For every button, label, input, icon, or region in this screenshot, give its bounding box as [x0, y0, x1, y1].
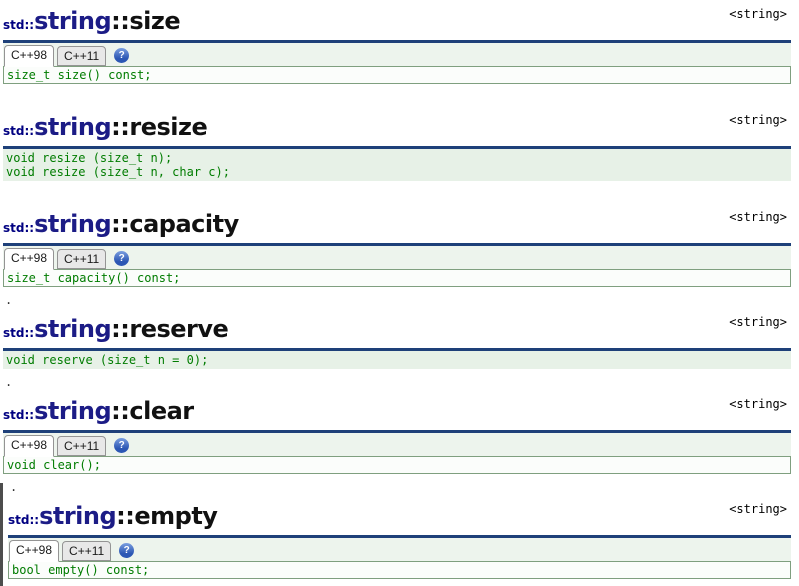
tab-cpp11[interactable]: C++11 — [62, 541, 112, 561]
code-line: size_t size() const; — [7, 68, 152, 82]
member-name: ::resize — [111, 113, 208, 141]
namespace-prefix: std:: — [8, 513, 40, 527]
namespace-prefix: std:: — [3, 124, 35, 138]
function-title: std::string::empty — [8, 501, 218, 533]
class-name: string — [39, 502, 117, 530]
section-header: std::string::size <string> — [3, 6, 791, 38]
separator-dot: . — [10, 480, 18, 494]
sections-list: std::string::size <string> C++98 C++11 ?… — [0, 6, 791, 586]
code-line: size_t capacity() const; — [7, 271, 181, 285]
title-rule — [3, 40, 791, 43]
function-section: std::string::capacity <string> C++98 C++… — [3, 209, 791, 287]
help-icon[interactable]: ? — [114, 438, 130, 453]
tab-cpp11[interactable]: C++11 — [57, 249, 107, 269]
version-tabstrip: C++98 C++11 ? — [3, 246, 791, 270]
function-section: . std::string::reserve <string> void res… — [3, 293, 791, 369]
cpp-reference-page: { "header_ref": "<string>", "separator_d… — [0, 7, 791, 586]
tab-cpp11[interactable]: C++11 — [57, 46, 107, 66]
namespace-prefix: std:: — [3, 18, 35, 32]
code-declaration: size_t size() const; — [3, 66, 791, 84]
version-tabstrip: C++98 C++11 ? — [8, 538, 791, 562]
section-header: std::string::reserve <string> — [3, 314, 791, 346]
title-rule — [3, 146, 791, 149]
namespace-prefix: std:: — [3, 221, 35, 235]
function-title: std::string::reserve — [3, 314, 229, 346]
header-reference-link[interactable]: <string> — [729, 315, 787, 329]
function-section: . std::string::empty <string> C++98 C++1… — [0, 480, 791, 586]
code-line: bool empty() const; — [12, 563, 150, 577]
title-rule — [3, 430, 791, 433]
version-tabstrip: C++98 C++11 ? — [3, 433, 791, 457]
header-reference-link[interactable]: <string> — [729, 7, 787, 21]
tab-cpp11[interactable]: C++11 — [57, 436, 107, 456]
function-title: std::string::capacity — [3, 209, 239, 241]
title-rule — [3, 243, 791, 246]
code-declaration: void reserve (size_t n = 0); — [3, 351, 791, 369]
version-tabstrip: C++98 C++11 ? — [3, 43, 791, 67]
tab-cpp98[interactable]: C++98 — [4, 435, 55, 457]
code-line: void reserve (size_t n = 0); — [6, 353, 209, 367]
header-reference-link[interactable]: <string> — [729, 210, 787, 224]
class-name: string — [34, 7, 112, 35]
tab-cpp98[interactable]: C++98 — [9, 540, 60, 562]
class-name: string — [34, 210, 112, 238]
class-name: string — [34, 113, 112, 141]
member-name: ::clear — [111, 397, 194, 425]
tab-cpp98[interactable]: C++98 — [4, 45, 55, 67]
section-header: std::string::resize <string> — [3, 112, 791, 144]
header-reference-link[interactable]: <string> — [729, 397, 787, 411]
separator-dot: . — [5, 293, 13, 307]
namespace-prefix: std:: — [3, 326, 35, 340]
member-name: ::empty — [116, 502, 218, 530]
help-icon[interactable]: ? — [119, 543, 135, 558]
section-header: std::string::clear <string> — [3, 396, 791, 428]
function-title: std::string::resize — [3, 112, 208, 144]
tab-cpp98[interactable]: C++98 — [4, 248, 55, 270]
member-name: ::reserve — [111, 315, 229, 343]
help-icon[interactable]: ? — [114, 251, 130, 266]
class-name: string — [34, 315, 112, 343]
code-declaration: void clear(); — [3, 456, 791, 474]
help-icon[interactable]: ? — [114, 48, 130, 63]
code-declaration: size_t capacity() const; — [3, 269, 791, 287]
code-line: void resize (size_t n); — [6, 151, 173, 165]
function-title: std::string::clear — [3, 396, 194, 428]
title-rule — [3, 348, 791, 351]
function-section: std::string::size <string> C++98 C++11 ?… — [3, 6, 791, 84]
separator-dot: . — [5, 375, 13, 389]
code-declaration: void resize (size_t n);void resize (size… — [3, 149, 791, 181]
header-reference-link[interactable]: <string> — [729, 113, 787, 127]
function-section: . std::string::clear <string> C++98 C++1… — [3, 375, 791, 474]
namespace-prefix: std:: — [3, 408, 35, 422]
function-title: std::string::size — [3, 6, 181, 38]
code-declaration: bool empty() const; — [8, 561, 791, 579]
section-header: std::string::capacity <string> — [3, 209, 791, 241]
class-name: string — [34, 397, 112, 425]
code-line: void resize (size_t n, char c); — [6, 165, 230, 179]
member-name: ::capacity — [111, 210, 239, 238]
function-section: std::string::resize <string> void resize… — [3, 112, 791, 181]
code-line: void clear(); — [7, 458, 101, 472]
member-name: ::size — [111, 7, 181, 35]
header-reference-link[interactable]: <string> — [729, 502, 787, 516]
section-header: std::string::empty <string> — [8, 501, 791, 533]
